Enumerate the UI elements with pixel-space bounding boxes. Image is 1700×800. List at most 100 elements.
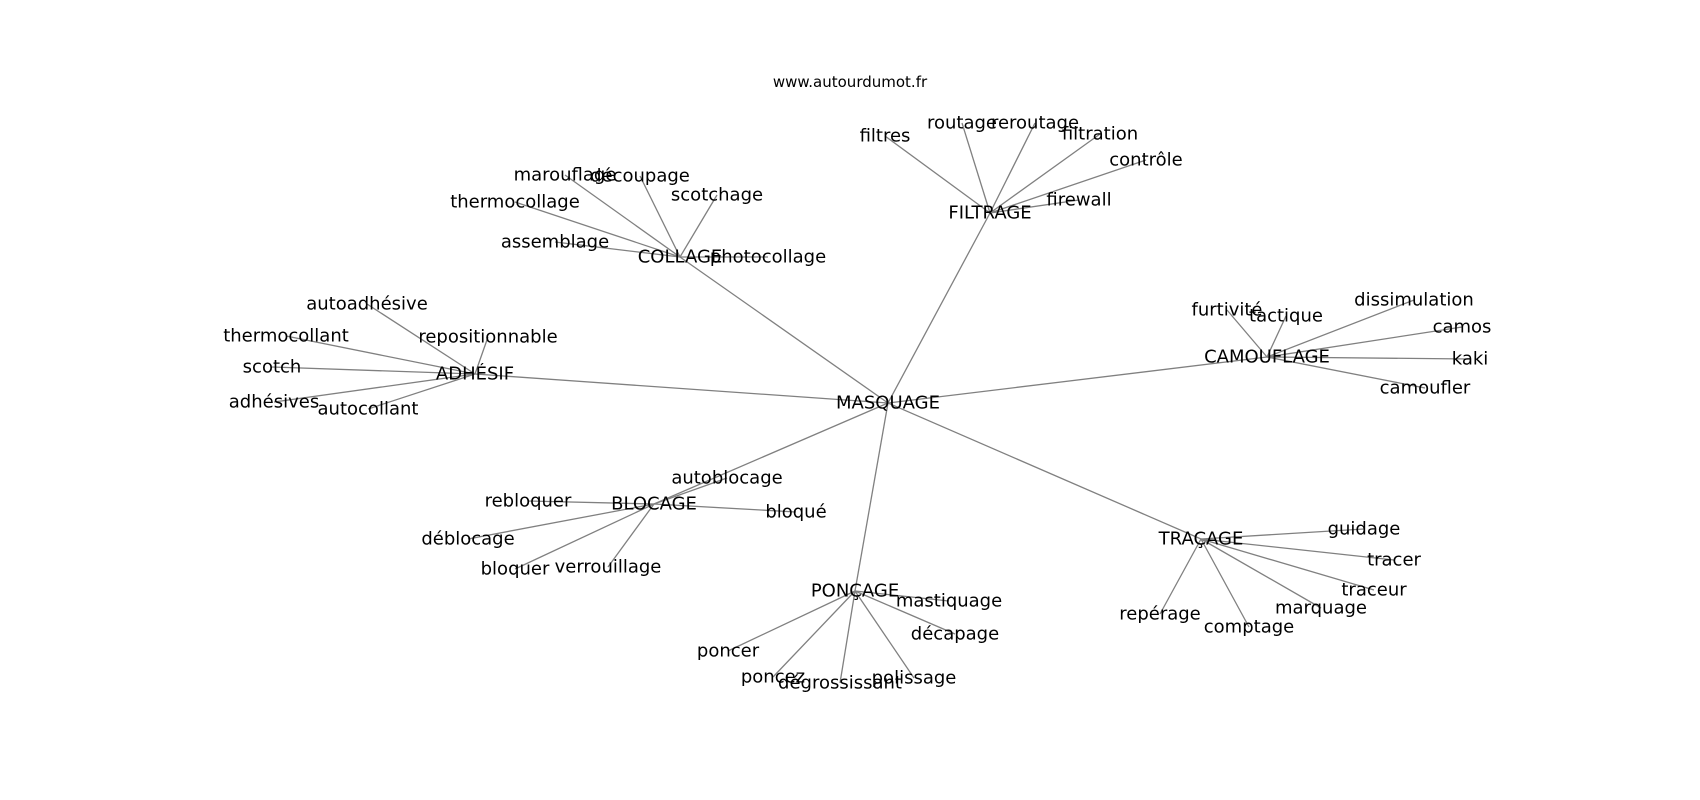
leaf-node: thermocollage (450, 192, 580, 213)
edge-hub-leaf (1266, 356, 1471, 360)
edge-hub-leaf (679, 194, 718, 258)
leaf-node: tactique (1249, 306, 1323, 327)
edge-hub-leaf (527, 500, 655, 505)
edge-hub-leaf (653, 503, 797, 513)
leaf-node: camos (1433, 317, 1492, 338)
edge-center-hub (887, 402, 1202, 540)
edge-hub-leaf (989, 199, 1080, 214)
leaf-node: repérage (1119, 604, 1201, 625)
edge-hub-leaf (839, 590, 856, 684)
edge-hub-leaf (554, 241, 681, 258)
leaf-node: filtres (860, 126, 911, 147)
leaf-node: autocollant (318, 399, 419, 420)
edge-hub-leaf (1266, 315, 1287, 358)
edge-hub-leaf (727, 590, 856, 652)
graph-edges (271, 122, 1471, 684)
edge-hub-leaf (1200, 538, 1395, 561)
leaf-node: décapage (911, 624, 999, 645)
leaf-node: scotchage (671, 185, 763, 206)
leaf-node: repositionnable (418, 327, 557, 348)
leaf-node: traceur (1341, 580, 1407, 601)
edge-center-hub (887, 356, 1268, 404)
leaf-node: dégrossissant (778, 673, 902, 694)
edge-hub-leaf (273, 373, 476, 403)
edge-center-hub (887, 212, 991, 404)
edge-hub-leaf (961, 122, 991, 214)
leaf-node: comptage (1204, 617, 1294, 638)
edge-hub-leaf (1200, 538, 1322, 609)
edge-center-hub (679, 256, 889, 404)
leaf-node: découpage (590, 166, 690, 187)
leaf-node: assemblage (501, 232, 609, 253)
center-node: MASQUAGE (836, 393, 940, 414)
leaf-node: polissage (872, 668, 957, 689)
leaf-node: tracer (1367, 550, 1421, 571)
hub-node: BLOCAGE (611, 494, 697, 515)
leaf-node: mastiquage (896, 591, 1002, 612)
edge-hub-leaf (514, 503, 655, 570)
edge-hub-leaf (989, 122, 1036, 214)
leaf-node: adhésives (229, 392, 319, 413)
leaf-node: furtivité (1192, 300, 1263, 321)
edge-hub-leaf (1266, 356, 1426, 389)
leaf-node: autoadhésive (306, 294, 428, 315)
leaf-node: déblocage (421, 529, 514, 550)
edge-hub-leaf (989, 159, 1147, 214)
edge-hub-leaf (271, 366, 476, 375)
leaf-node: reroutage (991, 113, 1079, 134)
edge-hub-leaf (367, 373, 476, 410)
edge-hub-leaf (653, 477, 728, 505)
leaf-node: firewall (1046, 190, 1111, 211)
leaf-node: photocollage (710, 247, 826, 268)
leaf-node: kaki (1452, 349, 1489, 370)
edge-hub-leaf (1200, 528, 1365, 540)
edge-hub-leaf (1200, 538, 1250, 628)
graph-labels: MASQUAGEFILTRAGEfiltresroutagereroutagef… (223, 113, 1491, 694)
hub-node: TRAÇAGE (1158, 529, 1244, 550)
edge-hub-leaf (607, 503, 655, 568)
leaf-node: rebloquer (485, 491, 572, 512)
leaf-node: poncez (741, 667, 805, 688)
hub-node: ADHÉSIF (436, 363, 514, 385)
leaf-node: autoblocage (671, 468, 782, 489)
edge-hub-leaf (474, 336, 489, 375)
edge-hub-leaf (366, 303, 476, 375)
leaf-node: scotch (243, 357, 302, 378)
edge-hub-leaf (1266, 326, 1463, 358)
edge-hub-leaf (1200, 538, 1375, 591)
edge-hub-leaf (639, 175, 681, 258)
edge-hub-leaf (1226, 309, 1268, 358)
leaf-node: filtration (1062, 124, 1138, 145)
edge-hub-leaf (564, 174, 681, 258)
leaf-node: guidage (1328, 519, 1401, 540)
leaf-node: dissimulation (1354, 290, 1474, 311)
hub-node: COLLAGE (638, 247, 723, 268)
leaf-node: marquage (1275, 598, 1367, 619)
hub-node: CAMOUFLAGE (1204, 347, 1330, 368)
edge-hub-leaf (854, 590, 956, 635)
edge-center-hub (474, 373, 889, 404)
edge-hub-leaf (884, 135, 991, 214)
edge-hub-leaf (1266, 299, 1415, 358)
edge-hub-leaf (1159, 538, 1202, 615)
leaf-node: routage (927, 113, 997, 134)
watermark: www.autourdumot.fr (772, 73, 928, 91)
leaf-node: bloquer (481, 559, 550, 580)
edge-center-hub (854, 402, 889, 592)
edge-hub-leaf (854, 590, 950, 602)
edge-hub-leaf (514, 201, 681, 258)
edge-center-hub (653, 402, 889, 505)
leaf-node: contrôle (1109, 150, 1182, 171)
leaf-node: camoufler (1380, 378, 1471, 399)
hub-node: FILTRAGE (948, 203, 1031, 224)
edge-hub-leaf (285, 335, 476, 375)
leaf-node: poncer (697, 641, 760, 662)
edge-hub-leaf (772, 590, 856, 678)
leaf-node: bloqué (765, 502, 826, 523)
edge-hub-leaf (467, 503, 655, 540)
edge-hub-leaf (854, 590, 915, 679)
leaf-node: verrouillage (555, 557, 662, 578)
edge-hub-leaf (989, 133, 1101, 214)
hub-node: PONÇAGE (811, 581, 899, 602)
